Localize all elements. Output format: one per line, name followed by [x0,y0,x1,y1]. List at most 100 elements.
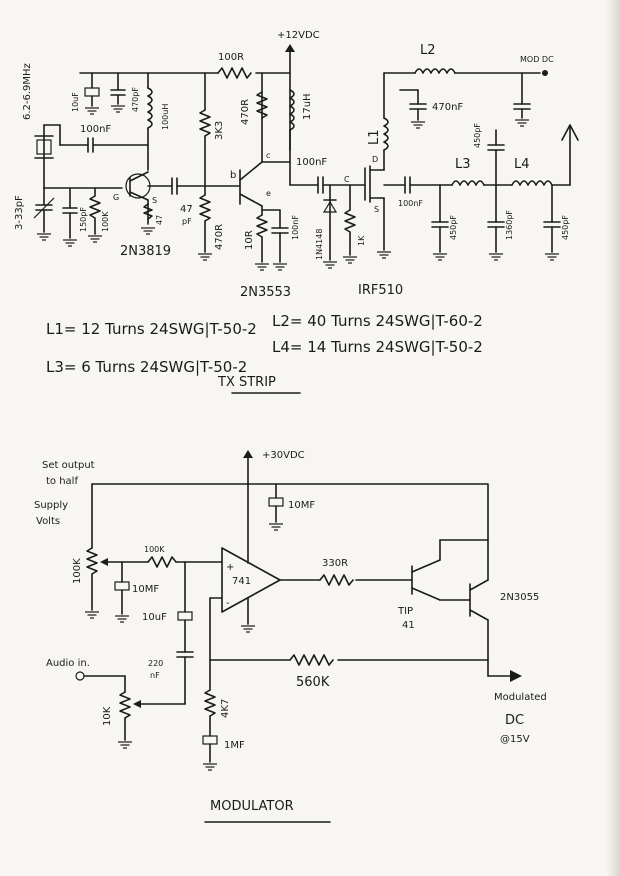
r-470r-low-label: 470R [214,224,225,250]
r-47-label: 47 [155,215,164,225]
note-line2: to half [46,476,78,487]
collector-mark: c [266,151,270,160]
tx-supply-label: +12VDC [277,30,320,41]
cap10u-body [84,87,100,97]
r-100k-label: 100K [101,211,110,232]
cap-220nf-unit: nF [150,671,160,680]
cap-10mf-left-label: 10MF [132,584,159,595]
r-100k-label: 100K [144,545,165,554]
inductor-l1 [383,117,389,151]
tip41-label-2: 41 [402,620,415,631]
modulator-title: MODULATOR [210,799,294,814]
source-mark: S [152,196,157,205]
emitter-mark: e [266,189,271,198]
r10r-emitter [256,214,268,238]
cap-10uf-label: 10uF [142,612,167,623]
q-2n3055-label: 2N3055 [500,592,539,603]
mod-supply-label: +30VDC [262,450,305,461]
cap-100nf-e-label: 100nF [291,215,300,240]
cap-150pf-label: 150pF [79,207,88,232]
rfc-100uh-label: 100uH [161,104,170,130]
r-470r-collector-label: 470R [240,99,251,125]
l3-label: L3 [455,157,471,172]
trimmer-label: 3-33pF [14,195,25,230]
tx-title: TX STRIP [217,375,276,390]
note-line1: Set output [42,460,95,471]
cap-10uf-label: 10uF [71,92,80,112]
cap-450pf-3-label: 450pF [561,215,570,240]
pot-10k-label: 10K [102,706,113,726]
node-c-mark: C [344,175,350,184]
output-label-1: Modulated [494,692,547,703]
pot-100k-label: 100K [72,558,83,584]
r-10r-label: 10R [244,230,255,250]
supply-30v-bus [91,483,489,581]
opamp-minus: - [226,598,230,609]
modulator [75,450,522,823]
ground [110,105,126,113]
rfc-17uh-label: 17uH [302,93,313,120]
coil-l2-spec: L2= 40 Turns 24SWG|T-60-2 [272,312,483,330]
r560k-feedback [289,654,334,666]
r-1k-label: 1K [357,235,366,246]
l2-label: L2 [420,43,436,58]
paper-edge [606,0,620,876]
mosfet-source-mark: S [374,205,379,214]
output-label-3: @15V [500,734,530,745]
opamp-741 [221,547,281,613]
opamp-label: 741 [232,576,251,587]
r470r-collector [256,91,268,119]
cap-100nf-out-label: 100nF [398,199,423,208]
r100k-gate [89,187,101,235]
r-560k-label: 560K [296,675,330,690]
note-line3: Supply [34,500,68,511]
drain-mark: D [372,155,378,164]
antenna-symbol [561,124,579,141]
l4-label: L4 [514,157,530,172]
crystal-freq-label: 6.2-6.9MHz [22,63,33,120]
r330r [319,574,354,586]
cap-450pf-1-label: 450pF [473,123,482,148]
cap-47pf-label: 47 [180,204,193,215]
pot-100k [86,547,98,575]
cap-470nf-label: 470nF [432,102,463,113]
cap-450pf-2-label: 450pF [449,215,458,240]
cap-220nf-label: 220 [148,659,163,668]
r-4k7-label: 4K7 [220,699,231,718]
gate-mark: G [113,193,119,202]
base-mark: b [230,170,236,181]
r3k3-symbol [199,109,211,137]
cap-1360pf-label: 1360pF [505,210,514,240]
mod-dc-label: MOD DC [520,55,554,64]
output-label-2: DC [505,713,524,728]
inductor-l3 [451,180,485,186]
coil-l4-spec: L4= 14 Turns 24SWG|T-50-2 [272,338,483,356]
rfc-17uh-coil [289,89,295,131]
diode-label: 1N4148 [315,229,324,260]
r-100r-label: 100R [218,52,244,63]
q1-label: 2N3819 [120,244,171,259]
cap-10mf-top-label: 10MF [288,500,315,511]
supply-arrow [285,44,295,52]
r470r-symbol [199,194,211,222]
inductor-l2 [414,68,456,74]
cap-470pf-label: 470pF [131,87,140,112]
l1-label: L1 [367,129,382,145]
r-330r-label: 330R [322,558,348,569]
coil-l1-spec: L1= 12 Turns 24SWG|T-50-2 [46,320,257,338]
crystal-symbol [36,139,52,155]
cap-100nf-fb-label: 100nF [80,124,111,135]
pot-10k [119,691,131,719]
r4k7 [204,689,216,717]
opamp-plus: + [226,562,234,573]
r1k-gate [344,209,356,233]
tx-strip [33,44,579,394]
r100r-symbol [217,67,252,79]
note-line4: Volts [36,516,60,527]
rfc-100uh-coil [147,87,153,129]
cap-1mf-label: 1MF [224,740,245,751]
ground [84,107,100,115]
tip41-label: TIP [397,606,413,617]
